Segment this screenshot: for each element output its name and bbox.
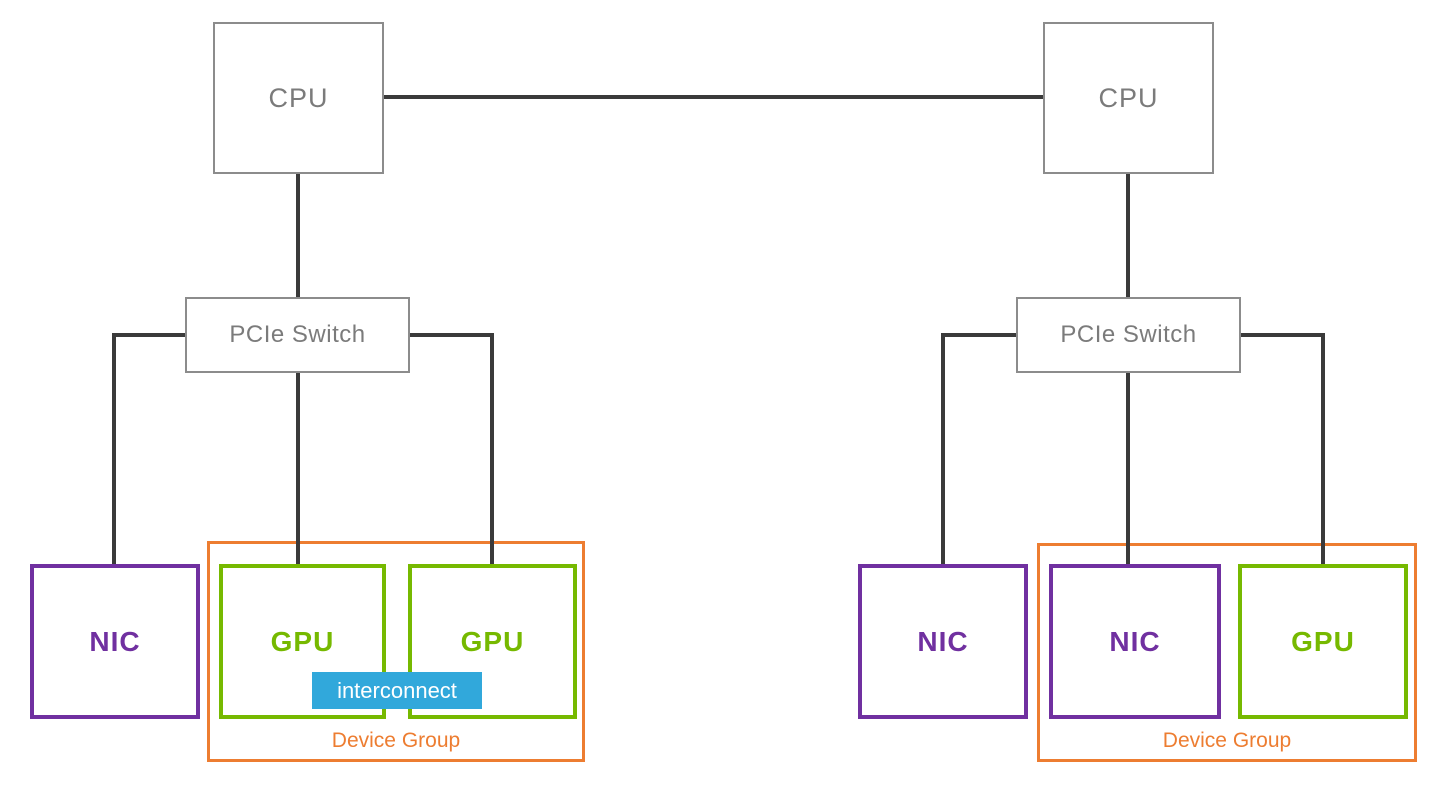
nic-box-left: NIC xyxy=(30,564,200,719)
cpu-box-left: CPU xyxy=(213,22,384,174)
pcie-switch-left-label: PCIe Switch xyxy=(229,321,366,348)
device-group-left-label: Device Group xyxy=(331,729,461,752)
gpu-box-left-2: GPU xyxy=(408,564,577,719)
connector-switch2-nic2-vertical xyxy=(941,333,945,564)
gpu-left-2-label: GPU xyxy=(460,625,525,657)
connector-switch2-gpu3-vertical xyxy=(1321,333,1325,564)
gpu-right-label: GPU xyxy=(1291,625,1355,657)
pcie-switch-left: PCIe Switch xyxy=(185,297,410,373)
interconnect-badge: interconnect xyxy=(312,672,482,709)
connector-switch1-gpu2-vertical xyxy=(490,333,494,564)
cpu-right-label: CPU xyxy=(1098,82,1159,113)
device-group-left-frame xyxy=(207,541,585,762)
cpu-box-right: CPU xyxy=(1043,22,1214,174)
device-group-right-label: Device Group xyxy=(1162,729,1292,752)
connector-switch1-nic1-horizontal xyxy=(112,333,185,337)
nic-right-grouped-label: NIC xyxy=(1109,625,1161,657)
nic-box-right-standalone: NIC xyxy=(858,564,1028,719)
nic-box-right-grouped: NIC xyxy=(1049,564,1221,719)
connector-switch2-nic2-horizontal xyxy=(941,333,1016,337)
pcie-switch-right: PCIe Switch xyxy=(1016,297,1241,373)
nic-left-label: NIC xyxy=(89,625,141,657)
connector-switch2-gpu3-horizontal xyxy=(1241,333,1325,337)
connector-switch1-gpu1 xyxy=(296,373,300,564)
nic-right-standalone-label: NIC xyxy=(917,625,969,657)
cpu-left-label: CPU xyxy=(268,82,329,113)
device-group-right-frame xyxy=(1037,543,1417,762)
connector-cpu1-switch1 xyxy=(296,174,300,297)
connector-switch2-nic3 xyxy=(1126,373,1130,564)
connector-switch1-nic1-vertical xyxy=(112,333,116,564)
connector-switch1-gpu2-horizontal xyxy=(410,333,494,337)
gpu-left-1-label: GPU xyxy=(270,625,335,657)
interconnect-label: interconnect xyxy=(337,677,457,703)
connector-cpu2-switch2 xyxy=(1126,174,1130,297)
gpu-box-right: GPU xyxy=(1238,564,1408,719)
connector-cpu1-cpu2 xyxy=(384,95,1043,99)
pcie-switch-right-label: PCIe Switch xyxy=(1060,321,1197,348)
